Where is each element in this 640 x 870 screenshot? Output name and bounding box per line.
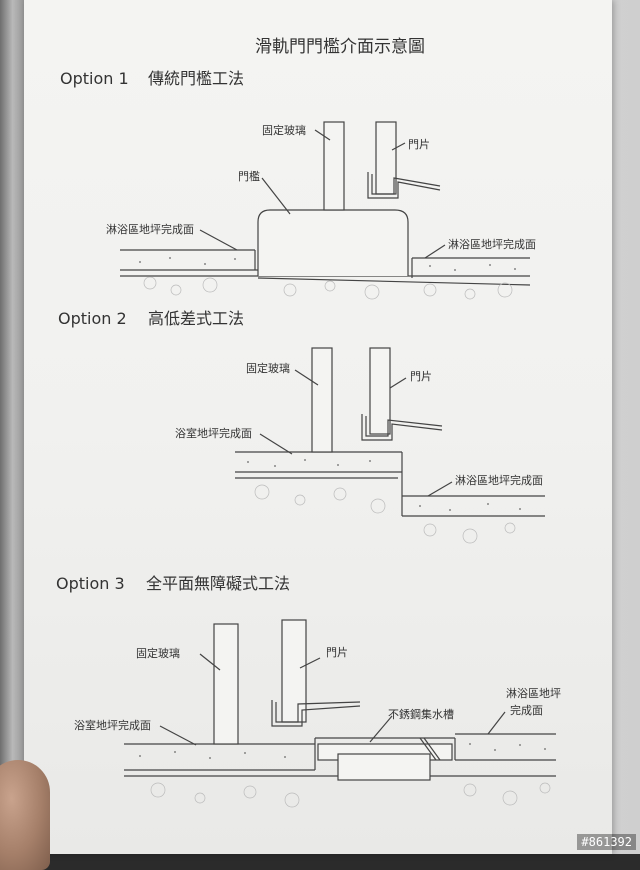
option-1-door-panel-label: 門片 [408,138,430,151]
option-3-right-floor-label-line2: 完成面 [510,703,543,717]
option-2-section: Option 2 高低差式工法 固定玻璃 門片 [58,309,545,544]
option-1-threshold-block [257,209,409,276]
option-3-door-panel [281,619,307,723]
watermark-tag: #861392 [577,834,636,850]
option-3-door-track [271,700,361,727]
option-3-right-floor-label-line1: 淋浴區地坪 [506,687,561,700]
page-title: 滑軌門門檻介面示意圖 [255,37,425,57]
option-3-left-floor-label: 浴室地坪完成面 [74,718,151,732]
option-2-fixed-glass-label: 固定玻璃 [246,361,290,375]
thumb-in-photo [0,760,50,870]
option-1-door-track [367,172,441,199]
option-2-method: 高低差式工法 [148,309,244,328]
option-1-heading: Option 1 [60,69,129,88]
option-3-method: 全平面無障礙式工法 [146,574,290,593]
option-1-fixed-glass [323,121,345,211]
option-1-left-floor-label: 淋浴區地坪完成面 [106,222,194,236]
option-2-concrete-base [235,451,545,544]
option-2-heading: Option 2 [58,309,127,328]
option-1-concrete-base [120,249,531,300]
option-1-fixed-glass-label: 固定玻璃 [262,123,306,137]
option-1-door-panel [375,121,397,195]
option-3-drain-channel [317,737,453,781]
option-2-door-track [361,414,443,441]
option-1-section: Option 1 傳統門檻工法 [60,69,536,300]
option-3-section: Option 3 全平面無障礙式工法 [56,574,561,808]
option-2-left-floor-label: 浴室地坪完成面 [175,426,252,440]
option-2-right-floor-label: 淋浴區地坪完成面 [455,473,543,487]
option-3-fixed-glass [213,623,239,745]
option-2-fixed-glass [311,347,333,453]
option-2-door-panel-label: 門片 [410,370,432,383]
option-2-door-panel [369,347,391,435]
option-3-fixed-glass-label: 固定玻璃 [136,646,180,660]
option-3-drain-channel-label: 不銹鋼集水槽 [388,707,454,721]
option-1-right-floor-label: 淋浴區地坪完成面 [448,237,536,251]
option-1-method: 傳統門檻工法 [148,69,244,88]
option-1-threshold-label: 門檻 [238,169,260,183]
binder-edge [0,0,28,854]
option-3-heading: Option 3 [56,574,125,593]
option-3-door-panel-label: 門片 [326,646,348,659]
